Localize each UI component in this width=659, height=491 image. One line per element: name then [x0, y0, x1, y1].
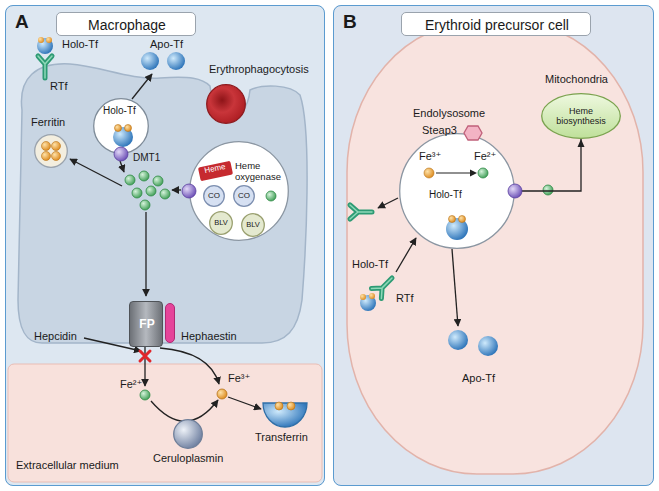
steap3-outline [464, 126, 482, 140]
panel-title-text: Macrophage [88, 17, 167, 33]
panel-title: Macrophage [56, 12, 196, 36]
panel-a-text: A [15, 11, 29, 33]
label: Holo-Tf [352, 258, 388, 271]
ceruloplasmin-text: Ceruloplasmin [153, 452, 223, 465]
extracellular-ground [8, 364, 322, 482]
panel-title: Erythroid precursor cell [401, 12, 591, 36]
panel-ground [5, 5, 325, 486]
apo-transferrin [448, 330, 498, 356]
label: Fe²⁺ [120, 378, 142, 391]
transferrin-receptor [371, 273, 396, 298]
ferritin-text: Ferritin [31, 116, 65, 129]
ferric-iron [217, 389, 227, 399]
panel-b-text: B [343, 11, 357, 33]
carbon-monoxide-text: CO [238, 191, 251, 200]
ceruloplasmin: Ceruloplasmin [173, 419, 203, 449]
biliverdin-text: BLV [246, 221, 261, 230]
label: Apo-Tf [462, 372, 495, 385]
ferrous-iron [140, 390, 150, 400]
transferrin-receptor [350, 205, 372, 219]
endosome: Holo-Tf [93, 98, 149, 154]
hephaestin-text: Hephaestin [181, 330, 237, 343]
label: Apo-Tf [150, 38, 183, 51]
red-blood-cell: Erythrophagocytosis [206, 84, 246, 124]
arrowhead [578, 139, 585, 147]
red-blood-cell-outline [206, 84, 246, 124]
extracellular-region: Extracellular mediumTransferrinCerulopla… [9, 365, 323, 483]
mitochondria: MitochondriaHeme biosynthesis [541, 93, 621, 139]
ferroportin-text: FP [139, 318, 156, 332]
transferrin-receptor [38, 56, 52, 78]
label: Fe³⁺ [228, 372, 250, 385]
phagosome-text: Heme oxygenase [235, 161, 281, 183]
label: DMT1 [133, 152, 160, 164]
transferrin: Transferrin [263, 403, 307, 427]
label: RTf [50, 80, 68, 93]
ferrous-iron [543, 185, 553, 195]
biliverdin: BLV [209, 211, 233, 235]
biliverdin: BLV [241, 213, 265, 237]
macrophage-body [18, 64, 307, 343]
connector-line [515, 139, 581, 191]
mitochondria-text: Mitochondria [545, 73, 608, 86]
hepcidin-block [140, 351, 150, 361]
iron-pool [125, 171, 170, 210]
phagosome: Heme oxygenaseHemeCOCOBLVBLV [189, 141, 289, 241]
panel-b: BErythroid precursor cellEndolysosomeHol… [333, 5, 654, 486]
ferritin: Ferritin [34, 134, 68, 168]
holo-transferrin [360, 293, 376, 311]
red-blood-cell-text: Erythrophagocytosis [209, 63, 309, 76]
label: Fe²⁺ [474, 150, 496, 163]
label: RTf [396, 292, 414, 305]
ferroportin: FP [129, 301, 163, 347]
label: Fe³⁺ [419, 150, 441, 163]
ferritin-outline [34, 134, 68, 168]
apo-transferrin [141, 52, 185, 70]
label: Holo-Tf [62, 38, 98, 51]
mitochondria-text: Heme biosynthesis [549, 106, 613, 127]
panel-title-text: Erythroid precursor cell [425, 17, 570, 33]
endosome-text: Holo-Tf [103, 105, 136, 117]
transferrin-outline [263, 403, 307, 427]
biliverdin-text: BLV [214, 219, 229, 228]
steap3-text: Steap3 [422, 124, 457, 137]
endolysosome-text: Endolysosome [413, 107, 485, 120]
erythroid-cell-body [347, 22, 643, 474]
endolysosome: EndolysosomeHolo-TfSteap3 [399, 133, 515, 249]
transferrin-text: Transferrin [255, 431, 308, 444]
endolysosome-text: Holo-Tf [429, 189, 462, 201]
label: Hepcidin [34, 330, 77, 343]
steap3: Steap3 [464, 126, 482, 140]
extracellular-region-text: Extracellular medium [16, 459, 119, 472]
hephaestin: Hephaestin [165, 303, 175, 343]
flow-arrows [70, 74, 458, 421]
holo-transferrin [37, 37, 53, 54]
ceruloplasmin-outline [173, 419, 203, 449]
carbon-monoxide: CO [233, 185, 255, 207]
panel-ground [333, 5, 654, 486]
panel-a: AMacrophageErythrophagocytosisHolo-TfFer… [5, 5, 325, 486]
carbon-monoxide: CO [203, 185, 225, 207]
carbon-monoxide-text: CO [208, 191, 221, 200]
connector [515, 139, 585, 191]
